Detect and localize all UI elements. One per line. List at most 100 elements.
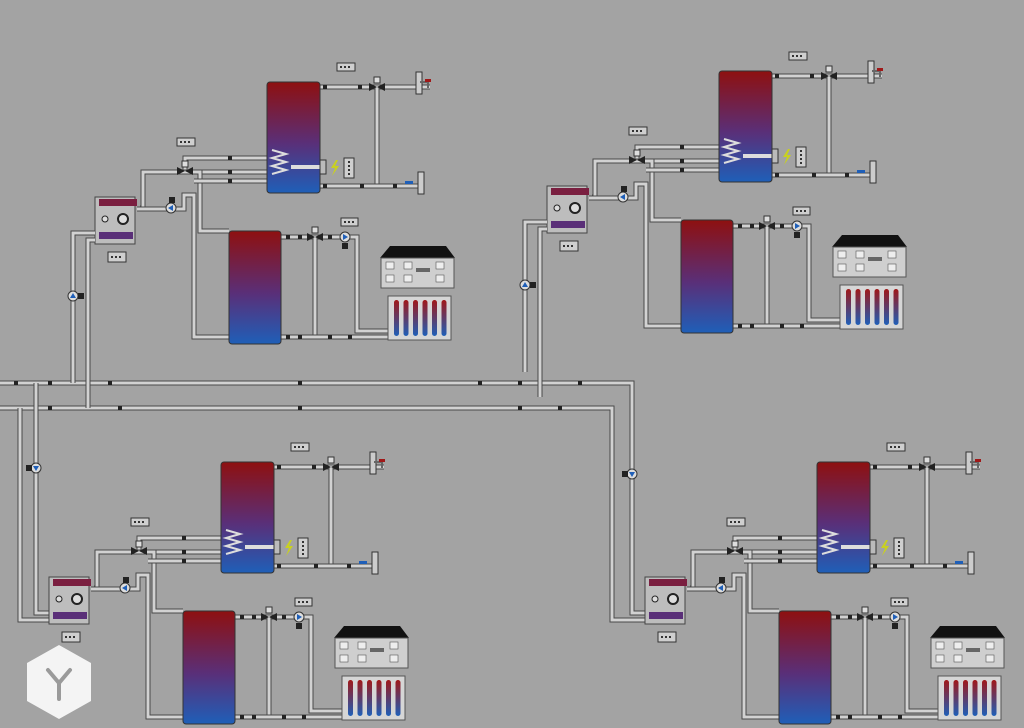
house-balcony — [868, 257, 882, 261]
controller-led — [567, 245, 569, 247]
pipe-joint — [873, 465, 877, 469]
controller-led — [796, 55, 798, 57]
radiator-element — [953, 680, 959, 716]
radiator-element — [874, 289, 880, 325]
heating-coil-icon — [720, 138, 742, 164]
mixing-valve-icon — [865, 613, 873, 621]
valve-actuator — [373, 76, 381, 84]
cold-valve-handle — [359, 561, 367, 564]
mixing-valve-icon — [927, 463, 935, 471]
pump-motor — [169, 197, 175, 203]
controller-led — [134, 521, 136, 523]
pipe-joint — [118, 406, 122, 410]
hx-hot-manifold — [649, 579, 687, 586]
mixing-valve-icon — [759, 222, 767, 230]
valve-actuator — [923, 456, 931, 464]
controller-led — [119, 256, 121, 258]
mixing-valve-icon — [829, 72, 837, 80]
pipe-joint — [240, 715, 244, 719]
controller-led — [563, 245, 565, 247]
primary-return-pipe — [589, 181, 681, 329]
house-window — [385, 261, 395, 270]
controller-led — [898, 545, 900, 547]
pipe-joint — [873, 564, 877, 568]
heater-terminal — [771, 148, 779, 164]
dhw-tank — [816, 461, 871, 574]
primary-return-pipe-core — [91, 573, 183, 719]
branch-bl-flow-core — [34, 383, 49, 615]
controller-led — [669, 636, 671, 638]
hot-tap-handle — [975, 459, 981, 462]
primary-return-pipe — [137, 192, 229, 340]
riser-return-pipe-core — [538, 227, 547, 397]
mixing-valve-icon — [637, 156, 645, 164]
house-balcony — [966, 648, 980, 652]
valve-actuator — [633, 149, 641, 157]
controller-led — [894, 601, 896, 603]
primary-flow-pipe — [592, 158, 720, 200]
controller-led — [898, 553, 900, 555]
pump-arrow — [718, 585, 723, 591]
radiator-element — [386, 680, 391, 716]
pump-motor — [621, 186, 627, 192]
mixing-valve-icon — [269, 613, 277, 621]
house-window — [357, 641, 367, 650]
pump-arrow — [122, 585, 127, 591]
pump-motor — [123, 577, 129, 583]
hx-gauge-icon — [101, 215, 109, 223]
controller-led — [302, 545, 304, 547]
controller-led — [142, 521, 144, 523]
pipe-joint — [302, 715, 306, 719]
controller-led — [115, 256, 117, 258]
radiator-element — [846, 289, 851, 325]
heating-flow-pipe — [831, 614, 938, 714]
house-window — [887, 250, 897, 259]
primary-flow-pipe — [140, 169, 268, 211]
controller-led — [344, 66, 346, 68]
mixing-valve-icon — [261, 613, 269, 621]
pipe-joint — [228, 156, 232, 160]
pipe-joint — [775, 173, 779, 177]
radiator-element — [963, 680, 968, 716]
primary-return-pipe-core — [687, 573, 779, 719]
controller-led — [902, 601, 904, 603]
pipe-joint — [252, 615, 256, 619]
logo — [27, 645, 91, 719]
controller-led — [65, 636, 67, 638]
unit-bottom-right — [644, 442, 1005, 725]
valve-actuator — [861, 606, 869, 614]
heater-controller-box — [795, 146, 807, 168]
main-return-pipe-core — [0, 406, 645, 622]
pipe-joint — [750, 324, 754, 328]
controller-led — [571, 245, 573, 247]
house-window — [403, 261, 413, 270]
pipe-joint — [286, 235, 290, 239]
house-window — [339, 641, 349, 650]
controller-led — [792, 55, 794, 57]
controller-led — [632, 130, 634, 132]
mixing-valve-icon — [315, 233, 323, 241]
cold-inlet-bracket — [371, 551, 379, 575]
valve-actuator — [763, 215, 771, 223]
dhw-tank — [220, 461, 275, 574]
hot-tap-handle — [425, 79, 431, 82]
controller-led — [800, 210, 802, 212]
house-window — [339, 654, 349, 663]
mixing-valve-icon — [323, 463, 331, 471]
pump-motor — [342, 243, 348, 249]
house-window — [389, 641, 399, 650]
heating-coil-icon — [268, 149, 290, 175]
pump-arrow — [70, 293, 76, 298]
house-window — [985, 641, 995, 650]
controller-led — [738, 521, 740, 523]
house-window — [855, 250, 865, 259]
unit-top-left — [67, 62, 455, 408]
hx-pump-icon — [117, 213, 129, 225]
pipe-joint — [778, 536, 782, 540]
primary-flow-pipe — [94, 549, 222, 591]
mixing-valve-icon — [139, 547, 147, 555]
controller-led — [800, 150, 802, 152]
house-roof — [930, 626, 1005, 638]
primary-flow-pipe-core — [140, 170, 268, 210]
pipe-joint — [578, 381, 582, 385]
